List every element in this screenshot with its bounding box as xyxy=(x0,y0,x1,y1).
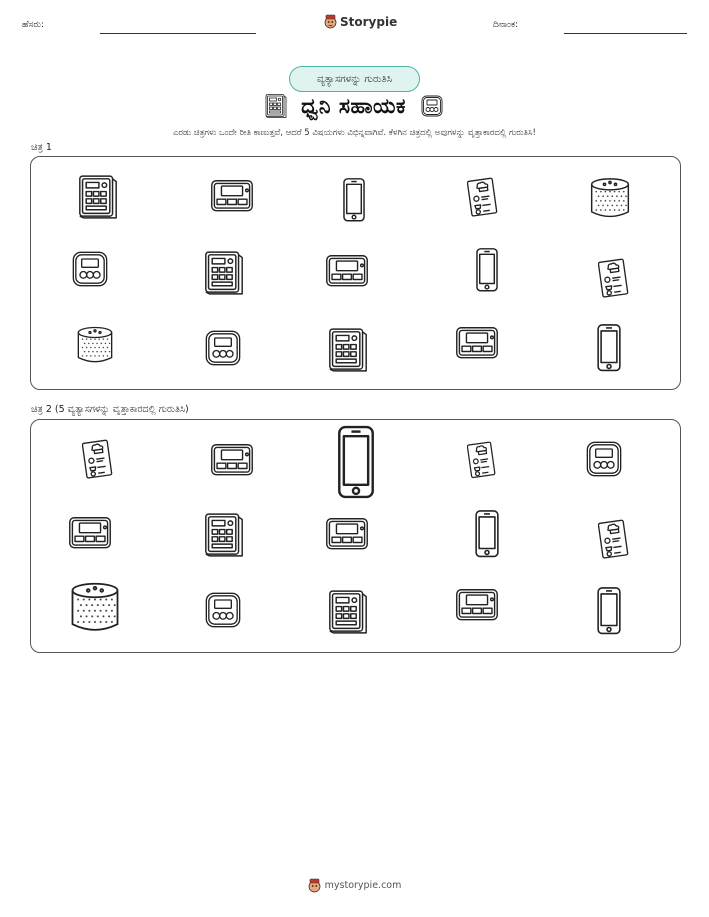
control-panel-drawing xyxy=(205,251,243,295)
page-title: ಧ್ವನಿ ಸಹಾಯಕ xyxy=(301,93,406,118)
control-panel-drawing xyxy=(205,513,243,557)
title-row: ಧ್ವನಿ ಸಹಾಯಕ xyxy=(0,92,709,120)
mascot-icon xyxy=(308,878,321,893)
phone-icon[interactable] xyxy=(457,240,517,300)
brand-logo: Storypie xyxy=(324,14,397,29)
timer-drawing xyxy=(456,327,498,359)
phone-icon[interactable] xyxy=(457,504,517,564)
smart-speaker-icon[interactable] xyxy=(580,168,640,228)
timer-drawing xyxy=(69,517,111,549)
footer-url: mystorypie.com xyxy=(324,880,402,891)
phone-drawing xyxy=(597,587,621,635)
recipe-card-drawing xyxy=(82,439,113,479)
mascot-icon xyxy=(324,14,337,29)
phone-icon[interactable] xyxy=(324,170,384,230)
worksheet-header: ಹೆಸರು: Storypie ದಿನಾಂಕ: xyxy=(0,12,709,42)
square-timer-drawing xyxy=(205,330,241,366)
recipe-card-icon[interactable] xyxy=(584,510,644,570)
timer-icon[interactable] xyxy=(317,242,377,302)
phone-drawing xyxy=(343,178,365,222)
recipe-card-icon[interactable] xyxy=(68,430,128,490)
date-field[interactable] xyxy=(564,33,687,34)
phone-drawing xyxy=(597,324,621,372)
date-label: ದಿನಾಂಕ: xyxy=(493,20,519,30)
smart-speaker-drawing xyxy=(77,326,113,363)
timer-drawing xyxy=(326,518,368,550)
smart-speaker-drawing xyxy=(590,178,630,218)
phone-icon[interactable] xyxy=(326,425,386,499)
square-timer-icon[interactable] xyxy=(60,239,120,299)
timer-icon[interactable] xyxy=(317,505,377,565)
square-timer-drawing xyxy=(205,592,241,628)
recipe-card-icon[interactable] xyxy=(453,168,513,228)
control-panel-icon[interactable] xyxy=(194,243,254,303)
name-label: ಹೆಸರು: xyxy=(22,20,45,30)
control-panel-icon[interactable] xyxy=(194,505,254,565)
square-timer-drawing xyxy=(72,251,108,287)
timer-drawing xyxy=(211,180,253,212)
recipe-card-icon[interactable] xyxy=(584,249,644,309)
control-panel-drawing xyxy=(329,328,367,372)
square-timer-icon[interactable] xyxy=(574,429,634,489)
recipe-card-icon[interactable] xyxy=(452,430,512,490)
square-timer-icon[interactable] xyxy=(193,318,253,378)
timer-icon[interactable] xyxy=(447,576,507,636)
picture-1-panel xyxy=(30,156,681,390)
timer-drawing xyxy=(326,255,368,287)
control-panel-icon[interactable] xyxy=(318,582,378,642)
phone-drawing xyxy=(476,248,498,292)
timer-icon[interactable] xyxy=(60,504,120,564)
recipe-card-drawing xyxy=(598,519,629,559)
timer-drawing xyxy=(211,444,253,476)
control-panel-drawing xyxy=(79,175,117,219)
phone-drawing xyxy=(475,510,499,558)
recipe-card-drawing xyxy=(598,258,629,298)
activity-badge: ವ್ಯತ್ಯಾಸಗಳನ್ನು ಗುರುತಿಸಿ xyxy=(289,66,420,92)
footer: mystorypie.com xyxy=(0,878,709,893)
control-panel-icon xyxy=(265,94,287,118)
control-panel-icon[interactable] xyxy=(318,320,378,380)
picture-2-label: ಚಿತ್ರ 2 (5 ವ್ಯತ್ಯಾಸಗಳನ್ನು ವೃತ್ತಾಕಾರದಲ್ಲಿ… xyxy=(31,404,189,415)
recipe-card-drawing xyxy=(467,177,498,217)
smart-speaker-icon[interactable] xyxy=(65,577,125,637)
square-timer-drawing xyxy=(586,441,622,477)
name-field[interactable] xyxy=(100,33,256,34)
phone-icon[interactable] xyxy=(579,318,639,378)
control-panel-drawing xyxy=(329,590,367,634)
timer-icon[interactable] xyxy=(447,314,507,374)
brand-name: Storypie xyxy=(340,14,398,29)
phone-drawing xyxy=(338,425,374,499)
instructions: ಎರಡು ಚಿತ್ರಗಳು ಒಂದೇ ರೀತಿ ಕಾಣುತ್ತವೆ, ಆದರೆ … xyxy=(173,128,536,138)
square-timer-icon[interactable] xyxy=(193,580,253,640)
timer-icon[interactable] xyxy=(202,167,262,227)
square-timer-icon xyxy=(421,95,443,117)
smart-speaker-drawing xyxy=(71,582,119,631)
timer-drawing xyxy=(456,589,498,621)
control-panel-icon[interactable] xyxy=(68,167,128,227)
picture-2-panel xyxy=(30,419,681,653)
picture-1-label: ಚಿತ್ರ 1 xyxy=(31,142,52,153)
smart-speaker-icon[interactable] xyxy=(65,315,125,375)
phone-icon[interactable] xyxy=(579,581,639,641)
recipe-card-drawing xyxy=(467,441,496,478)
timer-icon[interactable] xyxy=(202,431,262,491)
